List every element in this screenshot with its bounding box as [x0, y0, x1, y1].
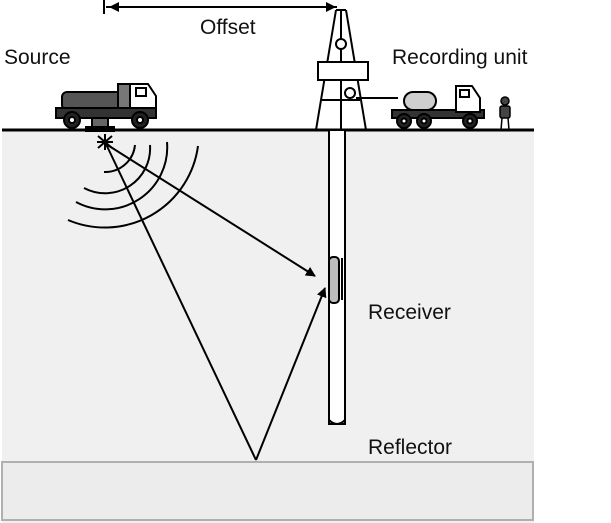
- subsurface-area: [2, 130, 534, 523]
- offset-dimension-arrow: [103, 0, 337, 14]
- reflector-label: Reflector: [368, 436, 453, 459]
- receiver-tool-icon: [328, 256, 343, 304]
- reflector-layer: [1, 461, 534, 521]
- wavefronts: [67, 141, 199, 229]
- source-truck-icon: [55, 83, 157, 132]
- recording-unit-label: Recording unit: [392, 46, 528, 69]
- drilling-rig-icon: [315, 9, 398, 131]
- reflected-ray: [105, 143, 327, 461]
- direct-ray: [105, 143, 316, 277]
- person-icon: [499, 96, 511, 131]
- source-label: Source: [4, 46, 71, 69]
- receiver-label: Receiver: [368, 301, 451, 324]
- offset-label: Offset: [200, 16, 256, 39]
- recording-truck-icon: [391, 85, 485, 129]
